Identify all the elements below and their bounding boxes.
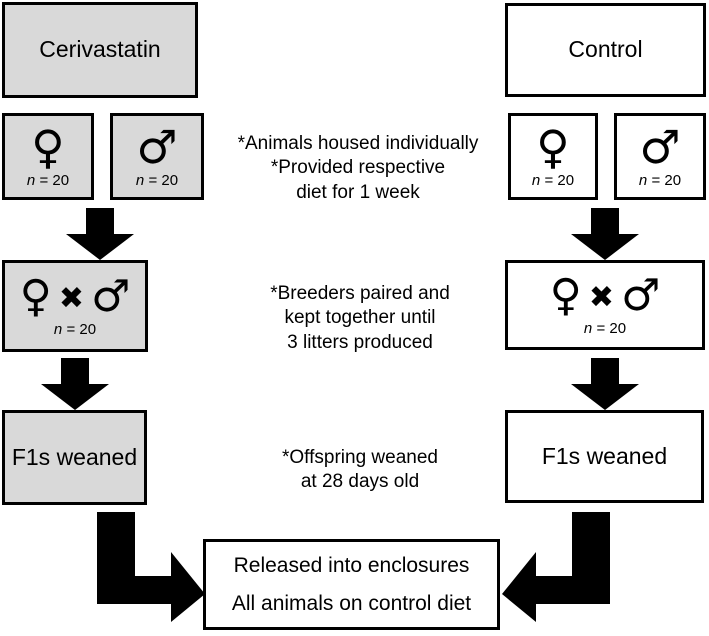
- annotation-breeding: *Breeders paired and kept together until…: [270, 283, 450, 353]
- n-value: = 20: [39, 172, 70, 189]
- male-icon: ♂: [620, 269, 661, 321]
- male-icon: ♂: [639, 120, 681, 174]
- treatment-male-n: n = 20: [136, 172, 178, 189]
- control-group-label: Control: [568, 36, 643, 63]
- elbow-arrow-down-left-icon: [502, 512, 610, 622]
- female-icon: ♀: [549, 269, 582, 321]
- control-pair-n: n = 20: [584, 320, 626, 337]
- n-value: = 20: [651, 172, 682, 189]
- treatment-male-box: ♂ n = 20: [110, 113, 204, 200]
- n-value: = 20: [596, 319, 627, 337]
- final-line-1: Released into enclosures: [233, 554, 470, 578]
- final-line-2: All animals on control diet: [231, 591, 472, 615]
- treatment-female-box: ♀ n = 20: [2, 113, 94, 200]
- n-italic: n: [26, 172, 36, 189]
- n-italic: n: [583, 319, 593, 337]
- n-italic: n: [638, 172, 648, 189]
- elbow-arrow-down-right-icon: [97, 512, 205, 622]
- control-female-box: ♀ n = 20: [508, 113, 598, 200]
- treatment-pair-n: n = 20: [54, 321, 96, 338]
- treatment-female-n: n = 20: [27, 172, 69, 189]
- down-arrow-icon: [571, 208, 639, 260]
- control-pair-symbols: ♀ ✖ ♂: [549, 269, 661, 321]
- down-arrow-icon: [66, 208, 134, 260]
- treatment-pair-box: ♀ ✖ ♂ n = 20: [2, 260, 148, 352]
- control-weaned-label: F1s weaned: [541, 442, 668, 469]
- male-icon: ♂: [90, 270, 131, 322]
- control-weaned-box: F1s weaned: [505, 410, 704, 503]
- treatment-pair-symbols: ♀ ✖ ♂: [19, 270, 131, 322]
- female-icon: ♀: [31, 120, 65, 174]
- n-value: = 20: [66, 320, 97, 338]
- n-italic: n: [135, 172, 145, 189]
- female-icon: ♀: [536, 120, 570, 174]
- control-pair-box: ♀ ✖ ♂ n = 20: [505, 260, 705, 350]
- down-arrow-icon: [571, 358, 639, 410]
- annotation-housing: *Animals housed individually *Provided r…: [237, 133, 479, 203]
- cross-icon: ✖: [58, 280, 84, 316]
- control-male-box: ♂ n = 20: [614, 113, 706, 200]
- male-icon: ♂: [136, 120, 178, 174]
- treatment-group-label: Cerivastatin: [39, 36, 161, 63]
- treatment-weaned-label: F1s weaned: [11, 443, 138, 470]
- female-icon: ♀: [19, 270, 52, 322]
- n-italic: n: [531, 172, 541, 189]
- cross-icon: ✖: [588, 279, 614, 315]
- control-group-box: Control: [505, 3, 706, 97]
- treatment-weaned-box: F1s weaned: [2, 410, 147, 505]
- n-value: = 20: [148, 172, 179, 189]
- control-female-n: n = 20: [532, 172, 574, 189]
- final-outcome-box: Released into enclosures All animals on …: [203, 539, 500, 630]
- treatment-group-box: Cerivastatin: [2, 2, 198, 98]
- control-male-n: n = 20: [639, 172, 681, 189]
- n-value: = 20: [544, 172, 575, 189]
- annotation-weaning: *Offspring weaned at 28 days old: [282, 447, 438, 493]
- down-arrow-icon: [41, 358, 109, 410]
- n-italic: n: [53, 320, 63, 338]
